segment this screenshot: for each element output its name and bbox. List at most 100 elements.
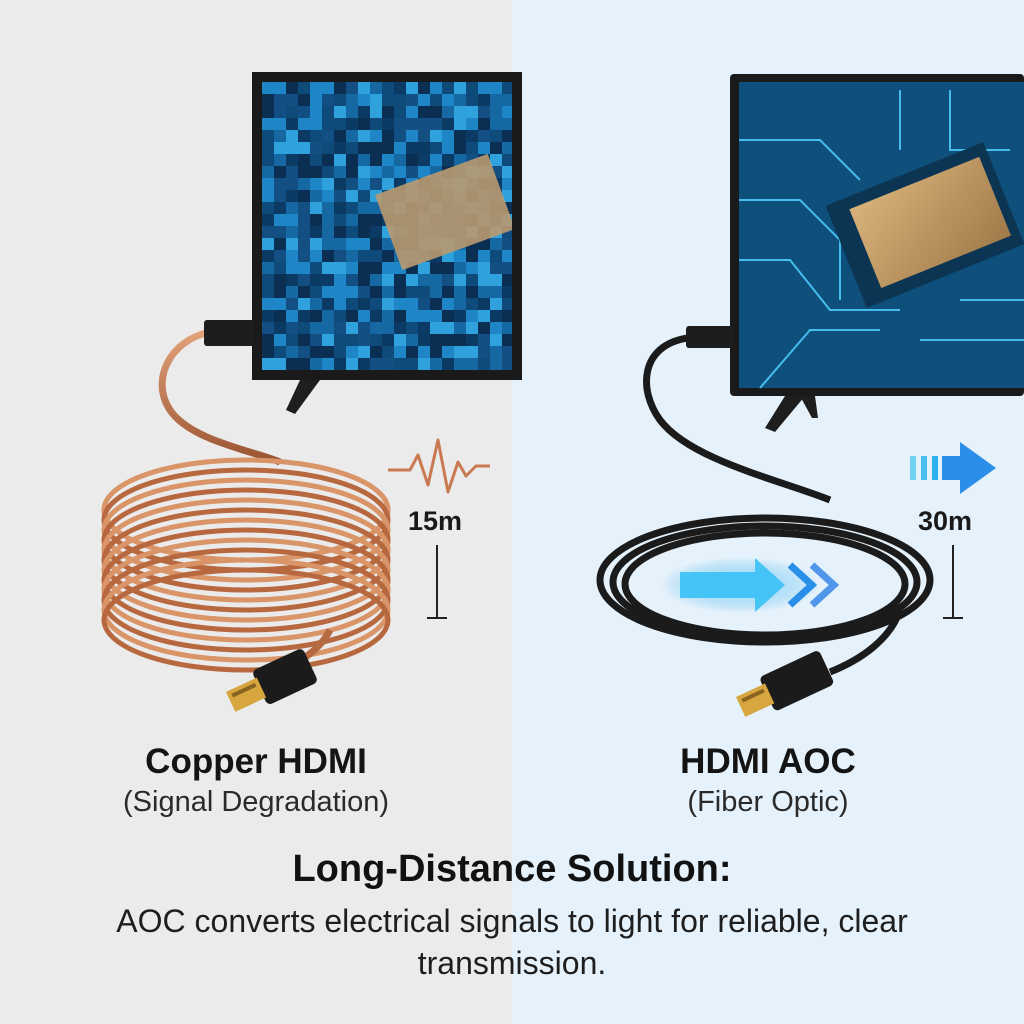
screen-pixel — [430, 274, 442, 286]
screen-pixel — [466, 322, 478, 334]
screen-pixel — [418, 262, 430, 274]
screen-pixel — [358, 298, 370, 310]
light-arrow-icon — [660, 557, 840, 613]
screen-pixel — [322, 82, 334, 94]
screen-pixel — [346, 286, 358, 298]
screen-pixel — [478, 298, 490, 310]
screen-pixel — [502, 322, 512, 334]
footer-body: AOC converts electrical signals to light… — [116, 903, 908, 981]
screen-pixel — [406, 118, 418, 130]
screen-pixel — [286, 238, 298, 250]
screen-pixel — [286, 106, 298, 118]
screen-pixel — [286, 130, 298, 142]
screen-pixel — [430, 310, 442, 322]
screen-pixel — [430, 358, 442, 370]
screen-pixel — [382, 178, 394, 190]
screen-pixel — [274, 166, 286, 178]
screen-pixel — [346, 82, 358, 94]
screen-pixel — [274, 238, 286, 250]
screen-pixel — [478, 142, 490, 154]
aoc-length-label: 30m — [918, 506, 973, 536]
screen-pixel — [370, 214, 382, 226]
screen-pixel — [346, 334, 358, 346]
screen-pixel — [286, 202, 298, 214]
screen-pixel — [274, 226, 286, 238]
screen-pixel — [346, 250, 358, 262]
screen-pixel — [442, 286, 454, 298]
screen-pixel — [382, 154, 394, 166]
screen-pixel — [298, 190, 310, 202]
screen-pixel — [334, 322, 346, 334]
screen-pixel — [298, 154, 310, 166]
screen-pixel — [346, 358, 358, 370]
screen-pixel — [418, 94, 430, 106]
screen-pixel — [346, 346, 358, 358]
screen-pixel — [370, 118, 382, 130]
screen-pixel — [322, 310, 334, 322]
screen-pixel — [466, 106, 478, 118]
screen-pixel — [454, 346, 466, 358]
screen-pixel — [442, 82, 454, 94]
screen-pixel — [346, 154, 358, 166]
screen-pixel — [358, 322, 370, 334]
screen-pixel — [358, 190, 370, 202]
screen-pixel — [334, 214, 346, 226]
screen-pixel — [442, 358, 454, 370]
screen-pixel — [442, 106, 454, 118]
screen-pixel — [466, 346, 478, 358]
screen-pixel — [406, 334, 418, 346]
screen-pixel — [490, 142, 502, 154]
screen-pixel — [466, 250, 478, 262]
screen-pixel — [382, 238, 394, 250]
screen-pixel — [310, 286, 322, 298]
screen-pixel — [358, 262, 370, 274]
screen-pixel — [454, 298, 466, 310]
screen-pixel — [478, 334, 490, 346]
screen-pixel — [478, 358, 490, 370]
screen-pixel — [454, 262, 466, 274]
screen-pixel — [466, 358, 478, 370]
screen-pixel — [262, 322, 274, 334]
screen-pixel — [370, 130, 382, 142]
screen-pixel — [430, 130, 442, 142]
screen-pixel — [382, 322, 394, 334]
screen-pixel — [502, 190, 512, 202]
screen-pixel — [490, 310, 502, 322]
screen-pixel — [358, 238, 370, 250]
screen-pixel — [346, 166, 358, 178]
screen-pixel — [286, 142, 298, 154]
screen-pixel — [478, 130, 490, 142]
copper-length-label: 15m — [408, 506, 463, 536]
screen-pixel — [310, 238, 322, 250]
screen-pixel — [322, 358, 334, 370]
screen-pixel — [418, 130, 430, 142]
screen-pixel — [454, 322, 466, 334]
screen-pixel — [286, 166, 298, 178]
screen-pixel — [430, 154, 442, 166]
screen-pixel — [334, 334, 346, 346]
screen-pixel — [262, 106, 274, 118]
screen-pixel — [286, 178, 298, 190]
screen-pixel — [322, 274, 334, 286]
screen-pixel — [310, 310, 322, 322]
screen-pixel — [406, 298, 418, 310]
screen-pixel — [370, 322, 382, 334]
screen-pixel — [466, 334, 478, 346]
screen-pixel — [274, 274, 286, 286]
screen-pixel — [298, 334, 310, 346]
screen-pixel — [298, 346, 310, 358]
screen-pixel — [454, 334, 466, 346]
screen-pixel — [430, 82, 442, 94]
screen-pixel — [442, 346, 454, 358]
screen-pixel — [322, 286, 334, 298]
screen-pixel — [370, 154, 382, 166]
screen-pixel — [382, 142, 394, 154]
pixelated-screen — [262, 82, 512, 370]
screen-pixel — [262, 82, 274, 94]
screen-pixel — [274, 142, 286, 154]
screen-pixel — [418, 142, 430, 154]
screen-pixel — [394, 298, 406, 310]
screen-pixel — [490, 322, 502, 334]
screen-pixel — [262, 226, 274, 238]
screen-pixel — [394, 106, 406, 118]
